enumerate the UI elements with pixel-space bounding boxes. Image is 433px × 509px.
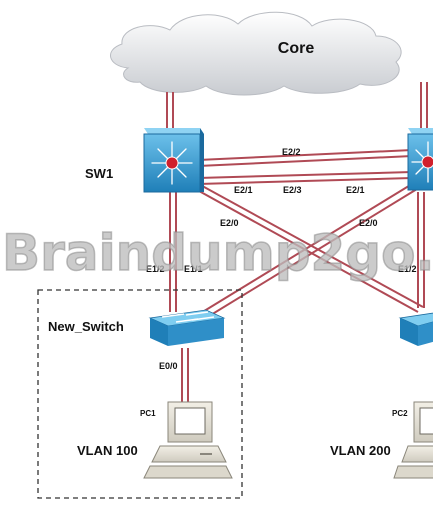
port-label-ns-e11: E1/1	[184, 264, 203, 274]
port-label-ns-e12: E1/2	[146, 264, 165, 274]
link-newswitch-pc1	[181, 348, 189, 402]
pc1-computer-icon	[143, 401, 233, 479]
new-switch-label: New_Switch	[48, 319, 124, 334]
port-label-sw2-e21: E2/1	[346, 185, 365, 195]
port-label-e00: E0/0	[159, 361, 178, 371]
port-label-e22: E2/2	[282, 147, 301, 157]
links	[166, 82, 428, 402]
link-sw1-sw2-e21	[197, 171, 413, 185]
core-cloud: Core	[110, 11, 402, 96]
sw3-switch-icon	[398, 312, 433, 346]
link-sw1-sw2-e22	[197, 149, 413, 167]
link-sw2-sw3	[417, 192, 425, 308]
pc1-vlan-label: VLAN 100	[77, 443, 138, 458]
port-label-sw2-e20: E2/0	[359, 218, 378, 228]
core-label: Core	[278, 40, 315, 57]
port-label-sw1-e20: E2/0	[220, 218, 239, 228]
port-labels: E2/2 E2/1 E2/3 E2/1 E2/0 E2/0 E1/2 E1/1 …	[146, 147, 417, 371]
sw2-multilayer-switch-icon	[407, 128, 433, 191]
port-label-sw1-e21: E2/1	[234, 185, 253, 195]
sw1-multilayer-switch-icon	[143, 128, 204, 193]
link-sw2-newswitch	[195, 183, 418, 322]
pc1-label: PC1	[140, 409, 156, 418]
pc2-vlan-label: VLAN 200	[330, 443, 391, 458]
link-sw1-newswitch	[169, 192, 177, 312]
new-switch-icon	[148, 309, 226, 346]
sw1-label: SW1	[85, 166, 113, 181]
vlan100-boundary-box	[37, 289, 243, 499]
pc2-computer-icon	[393, 401, 433, 479]
port-label-e23: E2/3	[283, 185, 302, 195]
port-label-sw3-e12: E1/2	[398, 264, 417, 274]
pc2-label: PC2	[392, 409, 408, 418]
link-core-sw2	[420, 82, 428, 134]
watermark-text: Braindump2go.c	[2, 224, 433, 282]
